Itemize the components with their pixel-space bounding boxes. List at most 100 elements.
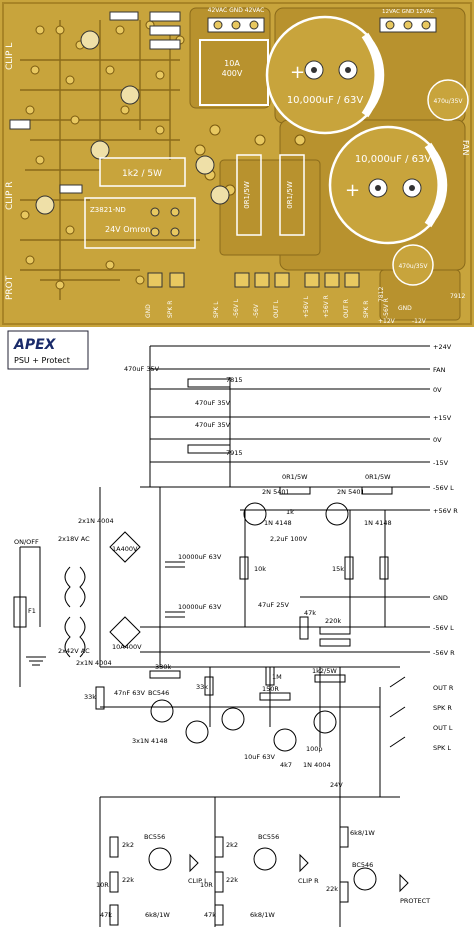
small-cap-2: 470u/35V [392, 244, 434, 286]
resistor-1k2-5w: 1k2 / 5W [99, 157, 186, 187]
reg-7812-label: 7812 [378, 287, 385, 302]
svg-text:+: + [290, 62, 305, 83]
logo-subtitle: PSU + Protect [14, 356, 70, 365]
r0r1a-label: 0R1/5W [282, 473, 308, 481]
r100p-label: 100p [306, 745, 323, 753]
bc546-label-2: BC546 [352, 861, 373, 869]
rail-label: -56V L [433, 484, 454, 492]
relay: Z3821-ND 24V Omron [84, 197, 196, 249]
c47nf-label: 47nF 63V [114, 689, 145, 697]
r1m-label: 1M [272, 673, 282, 681]
d1n4004-label: 1N 4004 [303, 761, 331, 769]
output-labels: OUT R SPK R OUT L SPK L [433, 684, 454, 752]
bottom-connector-label: +56V R [323, 295, 330, 318]
shunt-resistor-1: 0R1/5W [236, 154, 262, 236]
d2x4004-label: 2x1N 4004 [76, 659, 112, 667]
v24-label: 24V [330, 781, 343, 789]
ac-input-header: 42VAC GND 42VAC [207, 7, 265, 33]
r22k-label-1: 22k [122, 876, 134, 884]
rail-label: +24V [433, 343, 452, 351]
bottom-connector-label: SPK R [363, 301, 370, 318]
switch-label: ON/OFF [14, 538, 39, 546]
reg-7815-label: 7815 [226, 376, 243, 384]
fuse-label: F1 [28, 607, 36, 615]
d4148b-label: 1N 4148 [364, 519, 392, 527]
ac12-header-label: 12VAC GND 12VAC [382, 9, 434, 15]
component-labels: 470uF 35V 470uF 35V 470uF 35V 7815 7915 … [14, 365, 430, 919]
svg-text:+: + [345, 180, 360, 201]
r47k2-label-2: 47k [204, 911, 216, 919]
big-cap-1: + 10,000uF / 63V [265, 15, 385, 135]
bottom-connector-label: OUT R [343, 299, 350, 318]
resistor-1k2-label: 1k2 / 5W [122, 169, 162, 179]
r47k-label: 47k [304, 609, 316, 617]
c10u63-label: 10uF 63V [244, 753, 275, 761]
bridge2-label: 10A400V [112, 643, 142, 651]
pcb-layout: 42VAC GND 42VAC 10A 400V + 10,000uF / 63… [0, 0, 474, 327]
bridge1-label: 1A400V [112, 545, 138, 553]
r10k-label: 10k [254, 565, 266, 573]
relay-coil-label: 24V Omron [105, 225, 150, 234]
prot-label: PROT [5, 275, 15, 300]
bc546-label-1: BC546 [148, 689, 169, 697]
tr1-label: 2x18V AC [58, 535, 90, 543]
q-2n5401a-label: 2N 5401 [262, 488, 290, 496]
r2k2-label-2: 2k2 [226, 841, 238, 849]
r22k-label-3: 22k [326, 885, 338, 893]
bottom-connector-label: -56V L [233, 298, 240, 318]
rail-label: -56V L [433, 624, 454, 632]
d3x4148-label: 3x1N 4148 [132, 737, 168, 745]
r22k-label-2: 22k [226, 876, 238, 884]
clip-l-label: CLIP L [5, 43, 15, 70]
tr2-label: 2x42V AC [58, 647, 90, 655]
r33k-label: 33k [84, 693, 96, 701]
c22u-label: 2,2uF 100V [270, 535, 308, 543]
r33k-b-label: 33k [196, 683, 208, 691]
cap-big1-label: 10000uF 63V [178, 553, 222, 561]
r10r-label-1: 10R [96, 881, 109, 889]
rail-label: -56V R [433, 649, 455, 657]
diodes1-label: 2x1N 4004 [78, 517, 114, 525]
clip-r-label: CLIP R [298, 877, 319, 885]
bottom-connector-label: OUT L [273, 299, 280, 318]
small-cap-1-label: 470u/35V [433, 98, 463, 105]
rail-label: GND [433, 594, 448, 602]
bridge-label-1: 10A [224, 59, 240, 68]
ac-header-label: 42VAC GND 42VAC [208, 7, 265, 14]
bottom-connector-label: SPK R [167, 301, 174, 318]
c470-3-label: 470uF 35V [195, 421, 231, 429]
rail-label: 0V [433, 386, 442, 394]
output-label: OUT L [433, 724, 453, 732]
bottom-connector-label: GND [145, 304, 152, 318]
rail-labels: +12V GND -12V [378, 305, 427, 325]
big-cap-1-label: 10,000uF / 63V [287, 95, 364, 106]
c470-1-label: 470uF 35V [124, 365, 160, 373]
small-cap-2-label: 470u/35V [398, 263, 428, 270]
r330k-label: 330k [155, 663, 171, 671]
reg-7915-label: 7915 [226, 449, 243, 457]
r1k-label: 1k [286, 508, 294, 516]
shunt-2-label: 0R1/5W [286, 181, 294, 209]
big-cap-2: + 10,000uF / 63V [328, 125, 448, 245]
output-label: SPK R [433, 704, 452, 712]
r150r-label: 150R [262, 685, 279, 693]
r0r1b-label: 0R1/5W [365, 473, 391, 481]
rail-label: +56V R [433, 507, 458, 515]
shunt-1-label: 0R1/5W [243, 181, 251, 209]
r2k2-label-1: 2k2 [122, 841, 134, 849]
d4148a-label: 1N 4148 [264, 519, 292, 527]
q-2n5401b-label: 2N 5401 [337, 488, 365, 496]
apex-logo: APEX PSU + Protect [7, 330, 89, 370]
output-label: SPK L [433, 744, 451, 752]
output-label: OUT R [433, 684, 454, 692]
r4k7-label: 4k7 [280, 761, 292, 769]
bc556-label-2: BC556 [258, 833, 279, 841]
r6k8-label-3: 6k8/1W [350, 829, 375, 837]
rail-label-gnd: GND [398, 305, 412, 312]
bottom-connector-label: -56V R [383, 298, 390, 318]
schematic: APEX PSU + Protect [0, 327, 474, 947]
clip-l-label: CLIP L [188, 877, 208, 885]
c47u25-label: 47uF 25V [258, 601, 289, 609]
